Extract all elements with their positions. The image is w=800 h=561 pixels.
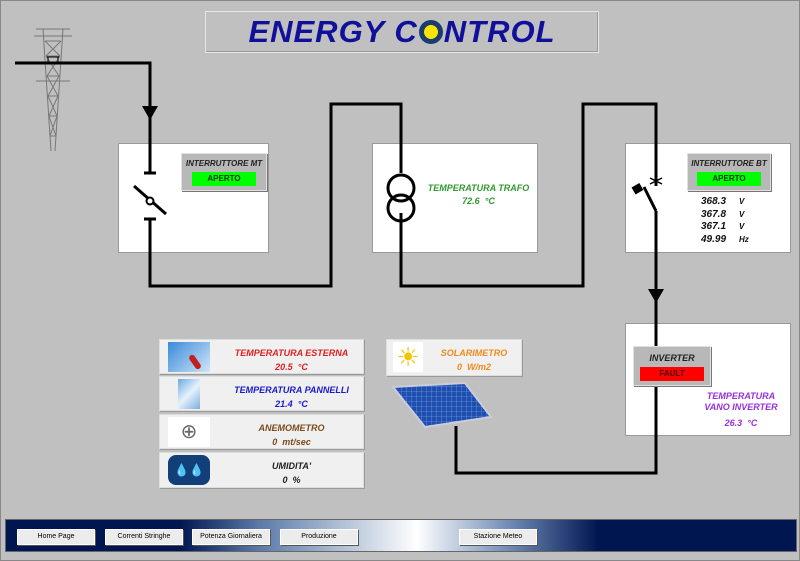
bt-switch-blade	[642, 186, 658, 212]
logo-bolt-icon	[418, 20, 443, 44]
mt-feed-line	[15, 61, 152, 173]
mt-breaker-label: INTERRUTTORE MT	[185, 159, 263, 168]
daily-power-button[interactable]: Potenza Giornaliera	[192, 529, 270, 545]
external-temp-card: TEMPERATURA ESTERNA 20.5 °C	[159, 339, 364, 374]
bt-breaker-label: INTERRUTTORE BT	[691, 159, 767, 168]
thermometer-icon	[168, 342, 210, 372]
inverter-temp-label-2: VANO INVERTER	[704, 402, 778, 412]
voltage-l3-unit: V	[739, 222, 745, 231]
transformer-coil-icon	[386, 173, 416, 203]
transformer-temp-label: TEMPERATURA TRAFO	[427, 183, 530, 193]
voltage-l2-value: 367.8	[701, 208, 727, 220]
title-left: ENERGY C	[248, 14, 418, 49]
humidity-unit: %	[292, 475, 301, 485]
anemometer-icon: ⊕	[168, 417, 210, 447]
anemometer-label: ANEMOMETRO	[258, 423, 325, 433]
panel-temp-label: TEMPERATURA PANNELLI	[234, 385, 349, 395]
single-line-diagram	[15, 28, 664, 475]
inverter-temp-label-1: TEMPERATURA	[706, 391, 776, 401]
panel-temp-unit: °C	[297, 399, 308, 409]
title-right: NTROL	[443, 14, 556, 49]
inverter-panel: INVERTER FAULT	[633, 346, 711, 386]
voltage-l1-value: 368.3	[701, 196, 727, 207]
solarimeter-card: ☀ SOLARIMETRO 0 W/m2	[386, 339, 522, 376]
frequency-value: 49.99	[701, 233, 727, 245]
line-mt-trafo	[148, 102, 403, 288]
solarimeter: SOLARIMETRO 0 W/m2	[427, 346, 521, 374]
anemometer-value: 0	[272, 437, 278, 447]
production-button[interactable]: Produzione	[280, 529, 358, 545]
power-tower-icon	[34, 28, 72, 152]
water-drops-icon: 💧💧	[168, 455, 210, 485]
inverter-room-temp: TEMPERATURA VANO INVERTER 26.3 °C	[691, 391, 791, 429]
transformer-temp-value: 72.6	[462, 196, 480, 206]
humidity-value: 0	[282, 475, 288, 485]
panel-temp: TEMPERATURA PANNELLI 21.4 °C	[220, 383, 363, 411]
transformer-temp: TEMPERATURA TRAFO 72.6 °C	[421, 182, 536, 208]
external-temp: TEMPERATURA ESTERNA 20.5 °C	[220, 346, 363, 374]
bottom-nav-bar: Home Page Correnti Stringhe Potenza Gior…	[5, 519, 797, 552]
string-currents-button[interactable]: Correnti Stringhe	[105, 529, 183, 545]
voltage-l1-unit: V	[739, 197, 745, 206]
sun-icon: ☀	[393, 342, 423, 372]
humidity: UMIDITA' 0 %	[220, 459, 363, 487]
solar-panel-temp-icon	[178, 379, 200, 409]
bt-breaker-panel: INTERRUTTORE BT APERTO	[687, 153, 771, 191]
inverter-status-badge: FAULT	[640, 367, 704, 381]
weather-station-button[interactable]: Stazione Meteo	[459, 529, 537, 545]
frequency-unit: Hz	[739, 234, 749, 244]
inverter-label: INVERTER	[649, 353, 695, 363]
anemometer-card: ⊕ ANEMOMETRO 0 mt/sec	[159, 414, 364, 449]
anemometer: ANEMOMETRO 0 mt/sec	[220, 421, 363, 449]
anemometer-unit: mt/sec	[282, 437, 311, 447]
flow-arrow-icon	[648, 289, 664, 303]
solarimeter-unit: W/m2	[467, 362, 492, 372]
home-page-button[interactable]: Home Page	[17, 529, 95, 545]
flow-arrow-icon	[142, 106, 158, 120]
external-temp-value: 20.5	[275, 362, 293, 372]
solarimeter-label: SOLARIMETRO	[440, 348, 508, 358]
external-temp-label: TEMPERATURA ESTERNA	[234, 348, 349, 358]
mt-status-badge: APERTO	[192, 172, 256, 186]
voltage-l3-value: 367.1	[701, 221, 727, 232]
inverter-temp-unit: °C	[747, 418, 758, 428]
solar-panel-icon	[391, 381, 493, 429]
humidity-card: 💧💧 UMIDITA' 0 %	[159, 452, 364, 488]
mt-breaker-panel: INTERRUTTORE MT APERTO	[181, 153, 267, 191]
inverter-temp-value: 26.3	[724, 418, 743, 428]
bt-status-badge: APERTO	[697, 172, 761, 186]
panel-temp-card: TEMPERATURA PANNELLI 21.4 °C	[159, 376, 364, 411]
voltage-l2-unit: V	[739, 209, 745, 219]
transformer-temp-unit: °C	[484, 196, 495, 206]
app-title-logo: ENERGY C NTROL	[205, 11, 599, 53]
panel-temp-value: 21.4	[275, 399, 293, 409]
solarimeter-value: 0	[456, 362, 462, 372]
line-inverter-panel	[454, 386, 658, 475]
humidity-label: UMIDITA'	[272, 461, 311, 471]
external-temp-unit: °C	[297, 362, 308, 372]
